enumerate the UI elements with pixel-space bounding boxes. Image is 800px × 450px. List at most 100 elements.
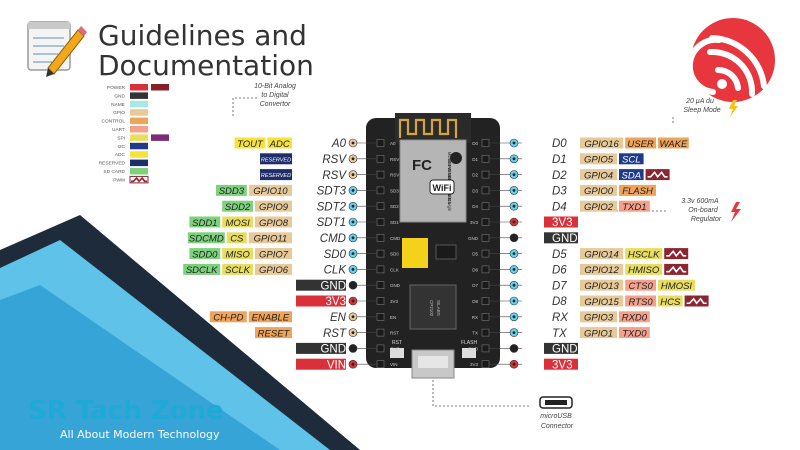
pin-tag <box>267 137 292 149</box>
smd-component <box>435 244 457 260</box>
rst-button[interactable] <box>390 348 404 358</box>
pin-tag <box>226 232 247 244</box>
pin-name-box <box>544 311 578 323</box>
pin-name-label: D7 <box>552 280 567 292</box>
pin-tag <box>625 295 656 307</box>
pin-name-label: D1 <box>552 154 567 166</box>
header-pin <box>481 281 490 290</box>
pin-name-box <box>544 137 578 149</box>
pin-name-label: TX <box>552 328 568 340</box>
silk-label: SD1 <box>390 220 399 225</box>
pin-tag-label: MISO <box>225 249 250 260</box>
pin-tag <box>222 248 253 260</box>
silk-label: GND <box>390 346 401 351</box>
header-pin <box>481 265 490 274</box>
pin-tag <box>619 169 644 181</box>
silk-label: EN <box>390 315 396 320</box>
pin-tag-label: HMOSI <box>661 281 693 292</box>
silk-label: GND <box>390 283 401 288</box>
header-pin <box>376 360 385 369</box>
silk-label: D7 <box>472 283 478 288</box>
pin-tag <box>255 248 292 260</box>
header-pin <box>376 234 385 242</box>
pin-tag <box>580 279 624 291</box>
pin-name-label: SDT3 <box>317 186 347 198</box>
pin-dot-center <box>351 189 355 192</box>
wifi-logo-text: WiFi <box>433 183 452 193</box>
pin-name-box <box>544 232 578 244</box>
pin-tag-label: MOSI <box>225 218 250 229</box>
pin-dot-center <box>512 283 516 287</box>
pin-tag-label: CTS0 <box>628 281 653 292</box>
silk-label: GND <box>468 346 479 351</box>
pin-tag-label: GPIO0 <box>584 186 614 197</box>
pin-tag <box>248 311 292 323</box>
header-pin <box>481 139 490 147</box>
silk-label: SD3 <box>390 188 399 193</box>
pin-tag-label: GPIO5 <box>584 155 614 166</box>
flash-label: FLASH <box>461 340 478 346</box>
background-ribbon-mid <box>0 285 280 450</box>
silk-label: D2 <box>472 173 478 178</box>
pin-name-box <box>544 248 578 260</box>
flash-button[interactable] <box>462 348 476 358</box>
header-pin <box>376 170 385 179</box>
pin-dot-center <box>351 268 355 271</box>
pin-dot-center <box>351 252 355 256</box>
header-pin <box>376 155 385 163</box>
pin-tag-label: HSCLK <box>628 249 660 260</box>
pin-tag-label: SDD2 <box>225 202 251 213</box>
pin-tag <box>209 311 247 323</box>
pin-dot-center <box>512 141 516 145</box>
pin-tag <box>216 184 247 196</box>
pin-tag-label: GPIO14 <box>584 249 618 260</box>
pin-tag <box>625 263 663 275</box>
pin-tag-label: GPIO6 <box>259 265 289 276</box>
pin-tag <box>580 311 617 323</box>
regulator-annotation: 3.3v 600mA <box>681 198 719 205</box>
chip-silk-text: VENDOR <box>447 167 452 185</box>
pin-tag <box>625 137 656 149</box>
pin-tag <box>580 263 624 275</box>
chip-logo <box>450 152 462 164</box>
silk-label: D5 <box>472 252 478 257</box>
pin-dot-center <box>512 315 516 319</box>
silk-label: D3 <box>472 188 478 193</box>
lightning-icon <box>729 100 738 117</box>
pin-tag <box>255 263 292 275</box>
pin-name-label: D5 <box>552 249 567 261</box>
header-pin <box>481 312 490 321</box>
legend-swatch <box>130 159 148 167</box>
pin-tag <box>189 248 221 260</box>
pin-tag <box>580 200 617 212</box>
pin-dot-center <box>512 347 516 350</box>
pin-tag <box>187 232 225 244</box>
pin-name-box <box>296 153 346 165</box>
silk-label: CMD <box>390 236 401 241</box>
espressif-logo-icon <box>686 18 775 102</box>
legend-label: NAME <box>111 102 125 108</box>
notepad-pencil-icon <box>27 21 87 77</box>
pin-dot-center <box>351 347 355 350</box>
pin-tag-label: HCS <box>660 297 681 308</box>
legend-swatch <box>130 142 148 150</box>
pin-name-box <box>544 295 578 307</box>
silk-label: 3V3 <box>470 362 479 367</box>
pin-tag-label: GPIO7 <box>259 249 289 260</box>
pin-dot-center <box>512 252 516 256</box>
pwm-wave-icon <box>686 297 707 305</box>
color-legend: POWERGNDNAMEGPIOCONTROLUARTSPII2CADCRESE… <box>99 84 169 184</box>
silk-label: SD0 <box>390 252 399 257</box>
adc-annotation: 10-Bit Analog <box>254 83 296 90</box>
pin-dot-center <box>512 220 516 224</box>
pin-name-box <box>544 200 578 212</box>
pin-dot-center <box>512 268 516 271</box>
pin-tag-label: SCL <box>622 155 640 166</box>
pin-name-box <box>296 279 346 291</box>
nodemcu-board: FCMODELESP8266MODVENDORISM 2.4GHzPA +25d… <box>366 113 500 379</box>
pin-name-label: SDT1 <box>317 217 346 229</box>
pin-tag <box>260 169 292 181</box>
pin-tag <box>234 137 266 149</box>
legend-swatch <box>130 126 148 133</box>
pin-tag-label: RESERVED <box>261 157 291 163</box>
